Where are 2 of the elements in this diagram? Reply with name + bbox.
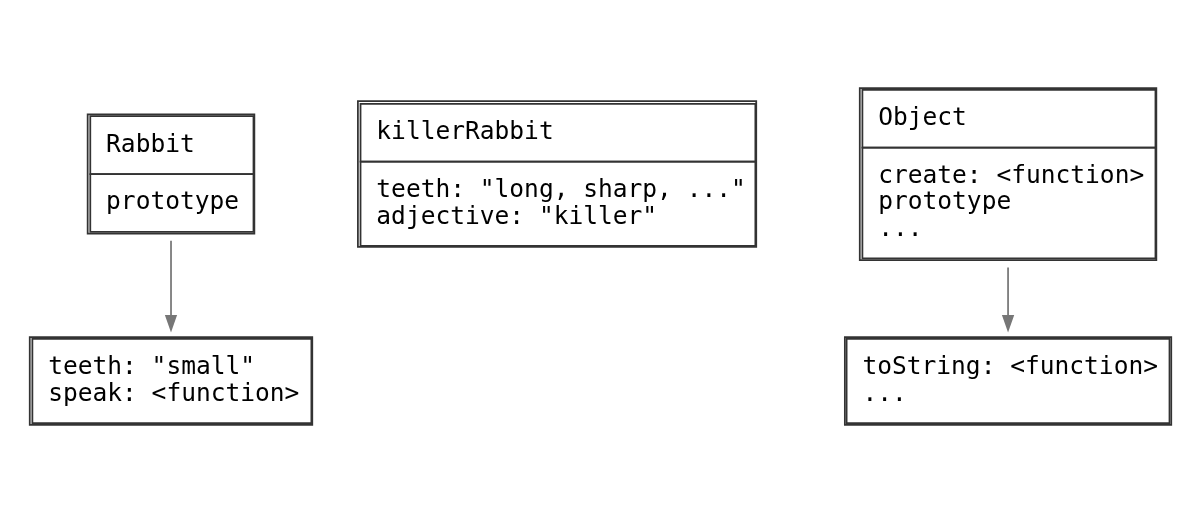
arrow (164, 239, 178, 332)
arrow (1001, 266, 1015, 333)
